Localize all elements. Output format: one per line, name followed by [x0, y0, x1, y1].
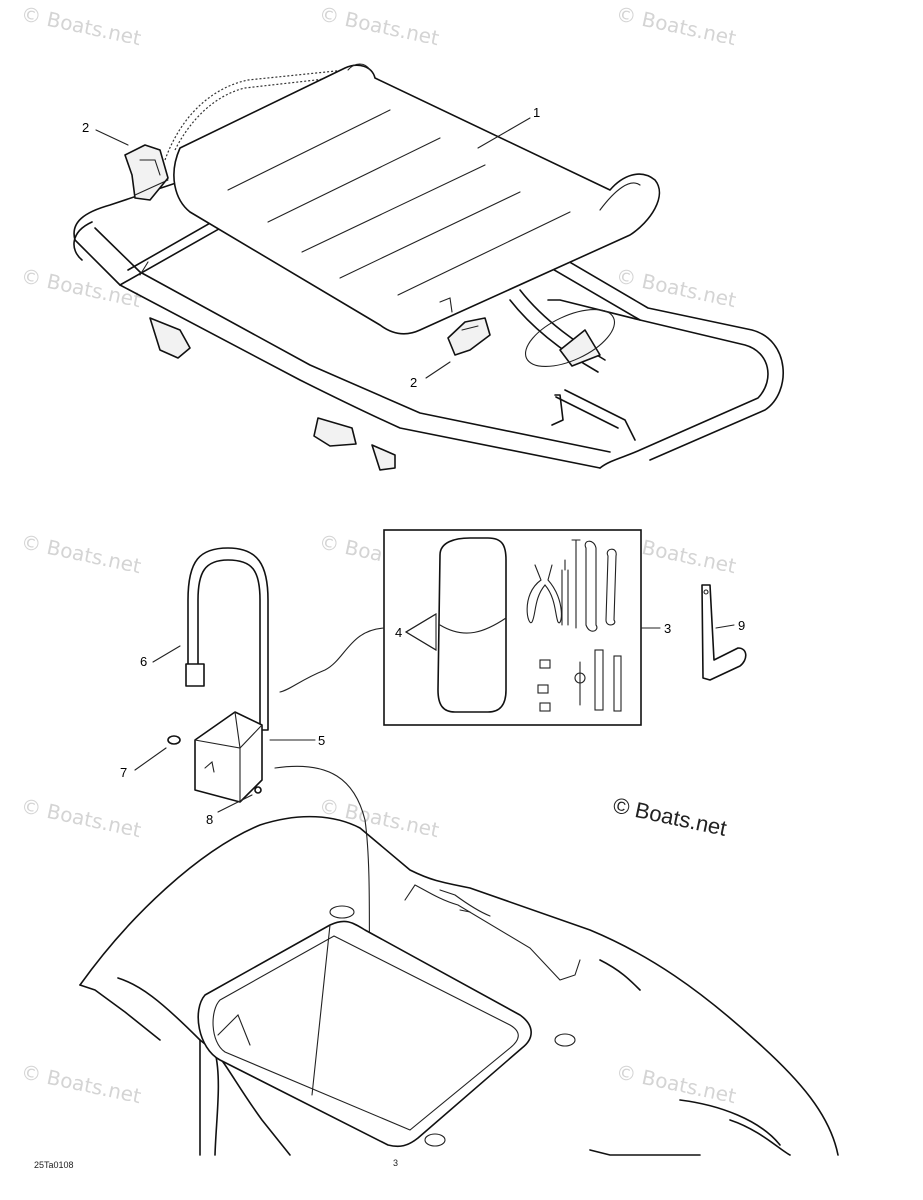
pliers-icon: [526, 564, 562, 624]
tool-kit-box: [279, 529, 642, 726]
callout-3: 3: [664, 621, 671, 636]
latch-top-left: [124, 144, 169, 201]
watermark: © Boats.net: [19, 529, 143, 578]
fuse-icon: [539, 659, 551, 669]
screwdriver-icon: [571, 539, 581, 629]
watermark: © Boats.net: [317, 793, 441, 842]
tool-pouch: [437, 537, 507, 713]
mount-bracket: [313, 417, 357, 447]
watermark: © Boats.net: [614, 1, 738, 50]
callouts: 1 2 2 3 4 5 6 7 8 9: [82, 105, 745, 827]
bit-icon: [594, 649, 604, 711]
tool-bar: [701, 584, 747, 681]
hull-storage: [79, 815, 839, 1156]
mount-bracket: [371, 444, 396, 471]
watermark: © Boats.net: [19, 1, 143, 50]
watermark-main: © Boats.net: [611, 792, 729, 840]
callout-2: 2: [410, 375, 417, 390]
latch-lower: [439, 297, 491, 356]
page-mark: 3: [393, 1158, 398, 1168]
callout-1: 1: [533, 105, 540, 120]
watermark: © Boats.net: [614, 263, 738, 312]
leader-lines: [95, 117, 735, 813]
watermark: © Boats.net: [19, 1059, 143, 1108]
callout-4: 4: [395, 625, 402, 640]
callout-7: 7: [120, 765, 127, 780]
watermark: © Boats.net: [19, 793, 143, 842]
seat-cushion: [173, 63, 661, 335]
fuse-icon: [537, 684, 549, 694]
mount-bracket: [149, 317, 191, 359]
wrench-icon: [605, 548, 617, 626]
figure-code: 25Ta0108: [34, 1160, 74, 1170]
callout-2: 2: [82, 120, 89, 135]
callout-8: 8: [206, 812, 213, 827]
callout-5: 5: [318, 733, 325, 748]
watermark: © Boats.net: [614, 1059, 738, 1108]
strap: [185, 547, 269, 731]
screwdriver-icon: [561, 559, 569, 626]
fuse-icon: [539, 702, 551, 712]
callout-9: 9: [738, 618, 745, 633]
mount-bracket: [559, 329, 601, 367]
watermark: © Boats.net: [317, 1, 441, 50]
wrench-icon: [584, 540, 598, 632]
callout-6: 6: [140, 654, 147, 669]
rack-frame: [73, 67, 784, 471]
bit-icon: [613, 655, 622, 712]
